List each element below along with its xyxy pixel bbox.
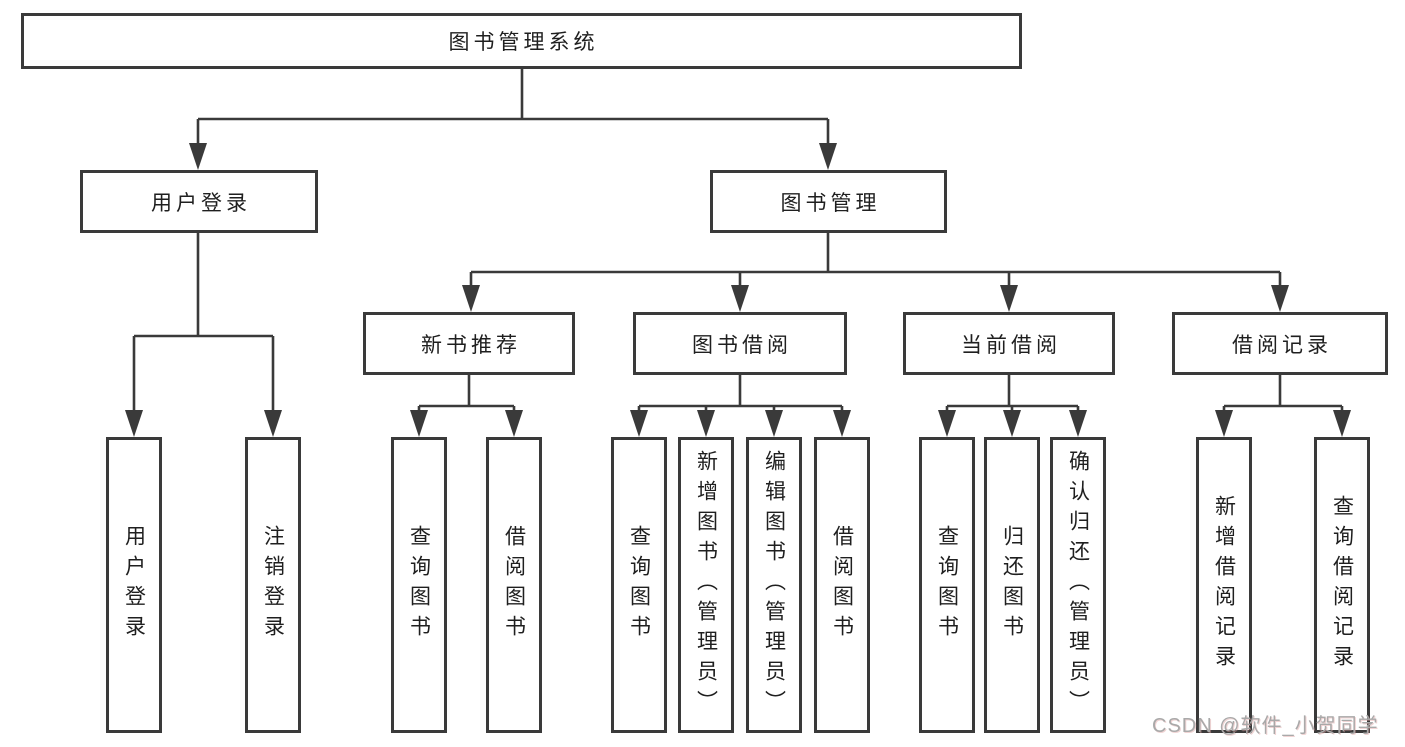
connector-borrow-to-leaves [637,375,844,412]
leaf-label: 借阅图书 [502,525,526,645]
arrowhead [1215,410,1233,437]
arrowhead [505,410,523,437]
arrowhead [189,143,207,170]
node-book-management: 图书管理 [710,170,947,233]
node-new-book-recommend: 新书推荐 [363,312,575,375]
node-user-login: 用户登录 [80,170,318,233]
connector-records-to-leaves [1222,375,1344,412]
arrowhead [833,410,851,437]
connector-bookmgmt-to-level3 [469,233,1282,288]
arrowhead [1333,410,1351,437]
arrowhead [765,410,783,437]
leaf-label: 查询借阅记录 [1330,495,1354,675]
leaf-label: 注销登录 [261,525,285,645]
arrowhead [938,410,956,437]
leaf-query-book-recommend: 查询图书 [391,437,447,733]
connector-root-to-level2 [196,69,830,146]
leaf-label: 编辑图书（管理员） [762,450,786,720]
leaf-label: 确认归还（管理员） [1066,450,1090,720]
leaf-logout: 注销登录 [245,437,301,733]
arrowhead [1000,285,1018,312]
leaf-label: 借阅图书 [830,525,854,645]
arrowhead [630,410,648,437]
node-borrowing-records: 借阅记录 [1172,312,1388,375]
arrowhead [410,410,428,437]
leaf-label: 用户登录 [122,525,146,645]
leaf-borrow-book: 借阅图书 [814,437,870,733]
leaf-label: 新增借阅记录 [1212,495,1236,675]
leaf-add-book-admin: 新增图书（管理员） [678,437,734,733]
node-book-borrowing: 图书借阅 [633,312,847,375]
leaf-borrow-book-recommend: 借阅图书 [486,437,542,733]
arrowhead [819,143,837,170]
connector-userlogin-to-leaves [132,233,275,412]
arrowhead [1003,410,1021,437]
arrowhead [697,410,715,437]
leaf-label: 归还图书 [1000,525,1024,645]
connector-current-to-leaves [945,375,1080,412]
arrowhead [1271,285,1289,312]
arrowhead [462,285,480,312]
leaf-label: 查询图书 [407,525,431,645]
csdn-watermark: CSDN @软件_小贺同学 [1152,715,1379,737]
connector-newbook-to-leaves [417,375,516,412]
arrowhead [731,285,749,312]
leaf-query-book-borrowing: 查询图书 [611,437,667,733]
node-library-system: 图书管理系统 [21,13,1022,69]
leaf-query-book-current: 查询图书 [919,437,975,733]
leaf-label: 查询图书 [935,525,959,645]
leaf-confirm-return-admin: 确认归还（管理员） [1050,437,1106,733]
leaf-return-book: 归还图书 [984,437,1040,733]
arrowhead [264,410,282,437]
leaf-add-borrow-record: 新增借阅记录 [1196,437,1252,733]
leaf-label: 新增图书（管理员） [694,450,718,720]
leaf-query-borrow-record: 查询借阅记录 [1314,437,1370,733]
leaf-edit-book-admin: 编辑图书（管理员） [746,437,802,733]
arrowhead [1069,410,1087,437]
leaf-user-login: 用户登录 [106,437,162,733]
arrowhead [125,410,143,437]
node-current-borrowing: 当前借阅 [903,312,1115,375]
leaf-label: 查询图书 [627,525,651,645]
